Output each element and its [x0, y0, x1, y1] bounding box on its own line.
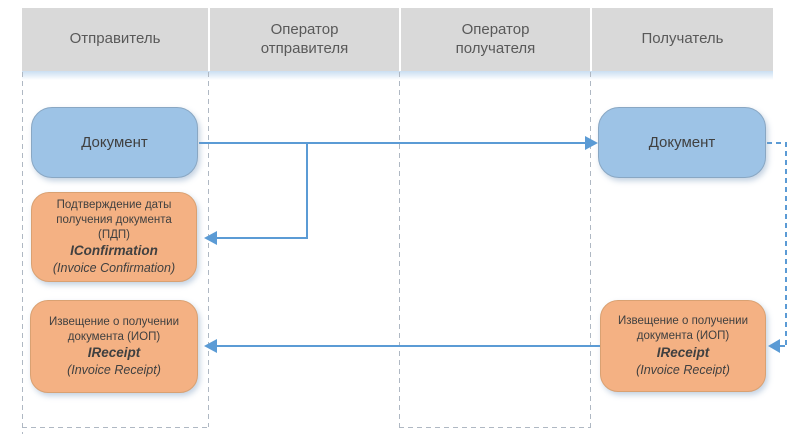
arrow-confirmation-head	[204, 231, 217, 245]
arrow-receipt-transfer-head	[204, 339, 217, 353]
node-receipt-receiver-code: IReceipt	[656, 344, 710, 360]
arrow-receipt-generation-vertical	[785, 142, 787, 346]
node-receipt-sender-subtitle: (Invoice Receipt)	[67, 363, 161, 378]
arrow-receipt-generation-bottom	[780, 345, 787, 347]
lane-bottom-receiver-operator	[399, 427, 591, 428]
lane-border-left	[22, 72, 23, 434]
node-document-sender-label: Документ	[81, 134, 148, 151]
lane-border-middle	[399, 72, 400, 427]
arrow-receipt-transfer-line	[217, 345, 600, 347]
lane-header-sender: Отправитель	[22, 8, 208, 71]
arrow-confirmation-line	[217, 237, 308, 239]
lane-border-sender-operator	[208, 72, 209, 427]
lane-border-recipient	[590, 72, 591, 427]
node-confirmation: Подтверждение даты получения документа (…	[31, 192, 197, 282]
lane-header-recipient: Получатель	[592, 8, 773, 71]
node-document-receiver-label: Документ	[648, 134, 716, 151]
node-confirmation-subtitle: (Invoice Confirmation)	[52, 261, 176, 276]
node-receipt-sender: Извещение о получении документа (ИОП) IR…	[30, 300, 198, 393]
node-document-receiver: Документ	[598, 107, 766, 178]
node-receipt-receiver: Извещение о получении документа (ИОП) IR…	[600, 300, 766, 392]
lane-header-receiver-operator: Оператор получателя	[401, 8, 590, 71]
lane-header-sender-operator: Оператор отправителя	[210, 8, 399, 71]
arrow-document-transfer-line	[199, 142, 586, 144]
node-receipt-receiver-subtitle: (Invoice Receipt)	[636, 362, 730, 377]
node-receipt-sender-code: IReceipt	[87, 345, 141, 361]
node-confirmation-title: Подтверждение даты получения документа (…	[56, 198, 172, 241]
header-shadow	[22, 71, 773, 80]
arrow-document-transfer-head	[585, 136, 598, 150]
node-confirmation-code: IConfirmation	[70, 243, 158, 259]
node-receipt-receiver-title: Извещение о получении документа (ИОП)	[617, 315, 748, 343]
arrow-receipt-generation-top	[767, 142, 787, 144]
lane-bottom-sender	[22, 427, 209, 428]
arrow-confirmation-branch-vertical	[306, 144, 308, 239]
node-document-sender: Документ	[31, 107, 198, 178]
node-receipt-sender-title: Извещение о получении документа (ИОП)	[48, 315, 179, 343]
arrow-receipt-generation-head	[768, 339, 780, 353]
